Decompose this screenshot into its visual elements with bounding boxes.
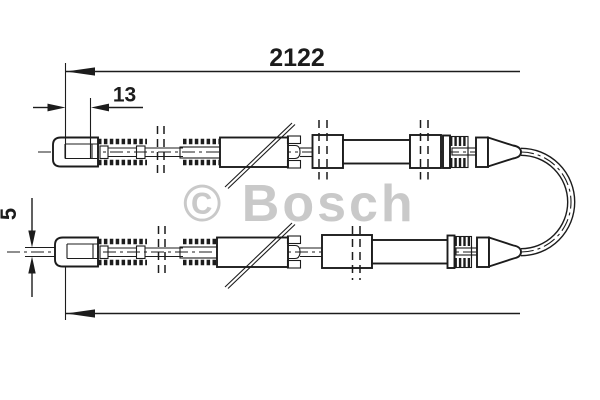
bosch-watermark: © Bosch — [183, 175, 416, 233]
top-barrel-fitting — [52, 136, 99, 168]
top-sheath-tube — [219, 136, 289, 168]
top-break-marks-3 — [419, 120, 429, 180]
bottom-break-marks-2 — [351, 226, 361, 280]
top-break-marks-2 — [318, 120, 328, 180]
bottom-break-marks-1 — [157, 226, 166, 278]
top-adjuster-nut — [442, 134, 477, 169]
dimension-total-length: 2122 — [64, 44, 520, 158]
top-diagonal-break-line — [224, 122, 296, 189]
bottom-end-cone — [476, 236, 522, 268]
top-grommet-2 — [409, 134, 442, 169]
bottom-diagonal-break-line — [224, 222, 296, 289]
bottom-spring-section — [98, 238, 147, 266]
bottom-cable-drawing — [7, 222, 522, 289]
top-stepped-fitting — [286, 135, 313, 169]
top-cable-drawing — [38, 120, 522, 189]
top-end-cone — [475, 136, 522, 168]
bottom-barrel-fitting — [54, 236, 99, 268]
top-spring-section — [98, 138, 147, 166]
bottom-middle-tube — [371, 239, 449, 265]
dimension-bottom-length — [64, 267, 520, 320]
bottom-adjuster-nut — [446, 234, 481, 269]
top-break-marks-1 — [156, 126, 165, 178]
top-middle-tube — [342, 139, 411, 165]
dimension-rod-diameter: 5 — [0, 198, 36, 297]
end-offset-label: 13 — [113, 84, 136, 107]
cable-u-bend — [520, 147, 576, 257]
bottom-stepped-fitting — [286, 235, 322, 269]
total-length-label: 2122 — [269, 44, 325, 72]
dimension-end-offset: 13 — [33, 84, 143, 158]
rod-diameter-label: 5 — [0, 208, 21, 220]
bottom-grommet — [321, 234, 373, 269]
